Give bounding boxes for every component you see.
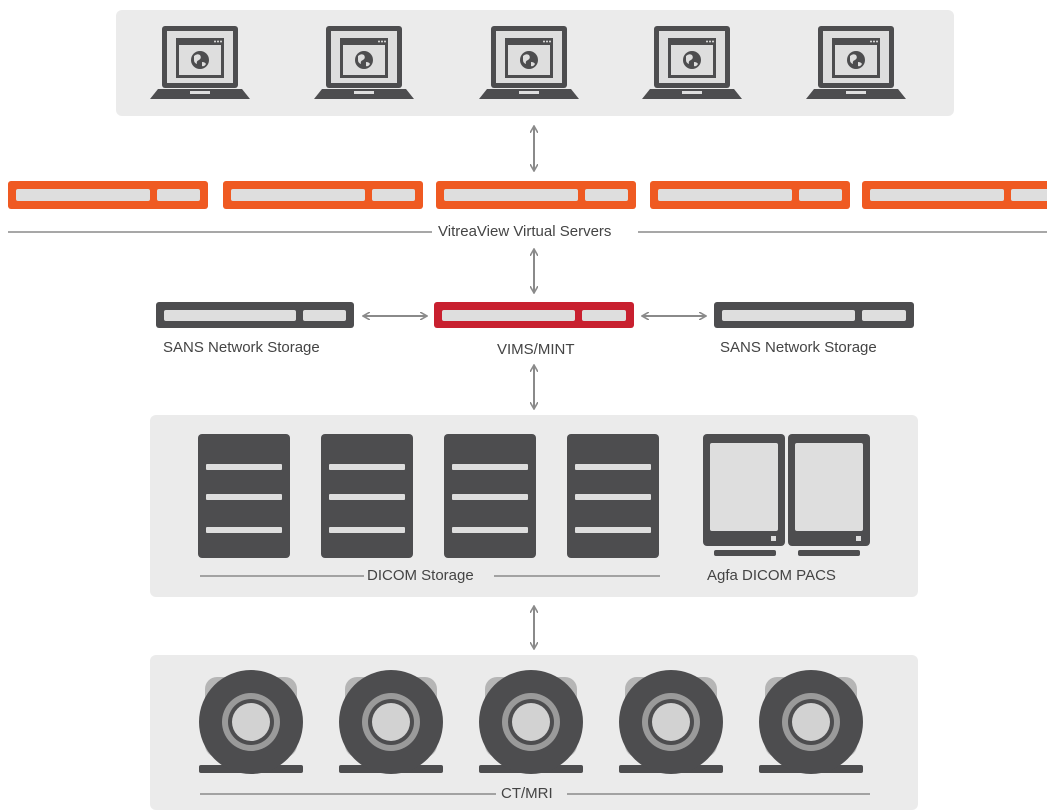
ct-scanner-icon [479, 670, 583, 774]
virtual-servers-label: VitreaView Virtual Servers [438, 223, 612, 240]
sans-storage-right [714, 302, 914, 328]
laptop-globe-icon [806, 26, 906, 99]
left-storage-label: SANS Network Storage [163, 339, 320, 356]
vims-mint-server [434, 302, 634, 328]
virtual-server [8, 181, 208, 209]
laptop-globe-icon [642, 26, 742, 99]
right-storage-label: SANS Network Storage [720, 339, 877, 356]
pacs-monitor-right [788, 434, 870, 556]
ct-scanner-icon [759, 670, 863, 774]
sans-storage-left [156, 302, 354, 328]
ct-mri-label: CT/MRI [501, 785, 553, 802]
pacs-label: Agfa DICOM PACS [707, 567, 836, 584]
dicom-storage-unit [321, 434, 413, 558]
virtual-server [650, 181, 850, 209]
virtual-server [862, 181, 1047, 209]
dicom-storage-unit [198, 434, 290, 558]
dicom-storage-unit [567, 434, 659, 558]
laptop-globe-icon [150, 26, 250, 99]
dicom-storage-unit [444, 434, 536, 558]
ct-scanner-icon [339, 670, 443, 774]
laptop-globe-icon [314, 26, 414, 99]
ct-scanner-icon [619, 670, 723, 774]
virtual-server [223, 181, 423, 209]
laptop-globe-icon [479, 26, 579, 99]
dicom-storage-label: DICOM Storage [367, 567, 474, 584]
pacs-monitor-left [703, 434, 785, 556]
vims-mint-label: VIMS/MINT [497, 341, 575, 358]
ct-scanner-icon [199, 670, 303, 774]
virtual-server [436, 181, 636, 209]
